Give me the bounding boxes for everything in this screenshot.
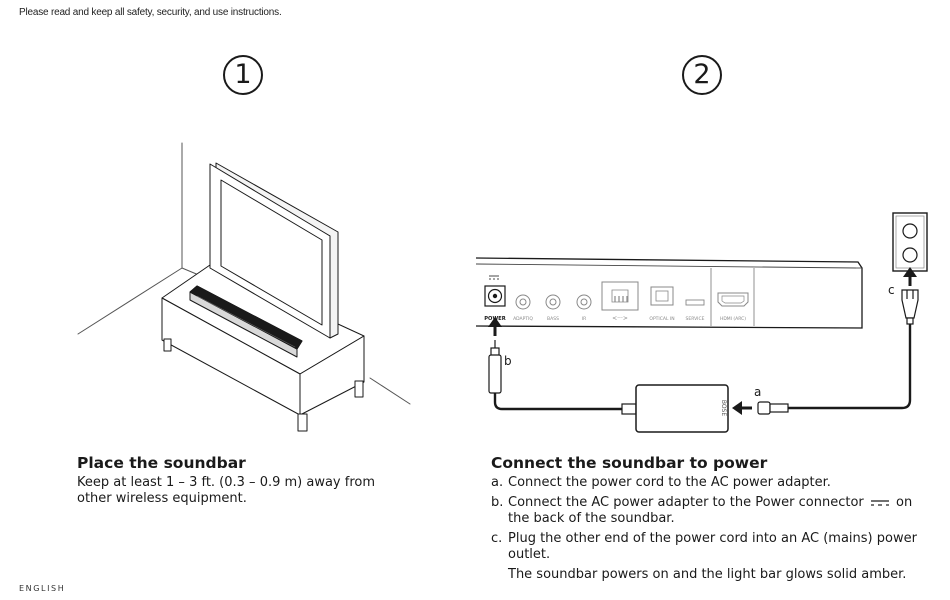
callout-b: b <box>504 354 512 368</box>
step-1-body: Keep at least 1 – 3 ft. (0.3 – 0.9 m) aw… <box>77 475 376 506</box>
dc-power-icon <box>870 499 889 506</box>
callout-a: a <box>754 385 761 399</box>
arrow-up-icon <box>903 267 917 286</box>
instruction-a: a. Connect the power cord to the AC powe… <box>491 475 921 491</box>
dc-plug <box>488 340 502 394</box>
instruction-c: c. Plug the other end of the power cord … <box>491 531 921 563</box>
arrow-up-icon <box>488 317 502 336</box>
step-1-heading: Place the soundbar <box>77 454 246 472</box>
port-label-bass: BASS <box>547 316 559 322</box>
ac-cord-plug <box>757 401 789 415</box>
instruction-text-continued: on the back of the soundbar. <box>508 495 913 526</box>
instruction-letter: c. <box>491 531 503 546</box>
ac-power-cord <box>788 323 912 410</box>
ac-power-adapter: BOSE <box>621 384 729 433</box>
safety-notice: Please read and keep all safety, securit… <box>19 7 282 18</box>
instruction-text: Connect the power cord to the AC power a… <box>508 475 831 490</box>
port-label-service: SERVICE <box>686 316 705 322</box>
step-2-instructions: a. Connect the power cord to the AC powe… <box>491 475 921 583</box>
port-label-hdmi-arc: HDMI (ARC) <box>720 316 746 322</box>
wall-plug <box>901 289 919 325</box>
port-label-optical-in: OPTICAL IN <box>649 316 674 322</box>
instruction-text: Plug the other end of the power cord int… <box>508 531 917 562</box>
port-label-adaptiq: ADAPTIQ <box>513 316 533 322</box>
arrow-left-icon <box>732 401 752 415</box>
wall-outlet <box>892 212 928 272</box>
instruction-text: Connect the AC power adapter to the Powe… <box>508 495 864 510</box>
port-label-ir: IR <box>582 316 586 322</box>
svg-text:BOSE: BOSE <box>720 400 727 417</box>
step-2-number: 2 <box>682 55 722 95</box>
step-1-number: 1 <box>223 55 263 95</box>
language-label: ENGLISH <box>19 584 66 593</box>
instruction-b: b. Connect the AC power adapter to the P… <box>491 495 921 527</box>
instruction-letter: b. <box>491 495 504 510</box>
soundbar-rear-panel: <···> <box>475 257 863 329</box>
step-2-heading: Connect the soundbar to power <box>491 454 768 472</box>
callout-c: c <box>888 283 895 297</box>
power-connection-diagram: <···> POWER ADAPTIQ BASS IR OPTICAL IN S… <box>475 212 928 433</box>
dc-cable <box>493 393 628 411</box>
instruction-letter: a. <box>491 475 504 490</box>
soundbar-placement-illustration <box>77 142 411 432</box>
svg-text:<···>: <···> <box>612 315 628 322</box>
step-2-result: The soundbar powers on and the light bar… <box>508 567 907 582</box>
